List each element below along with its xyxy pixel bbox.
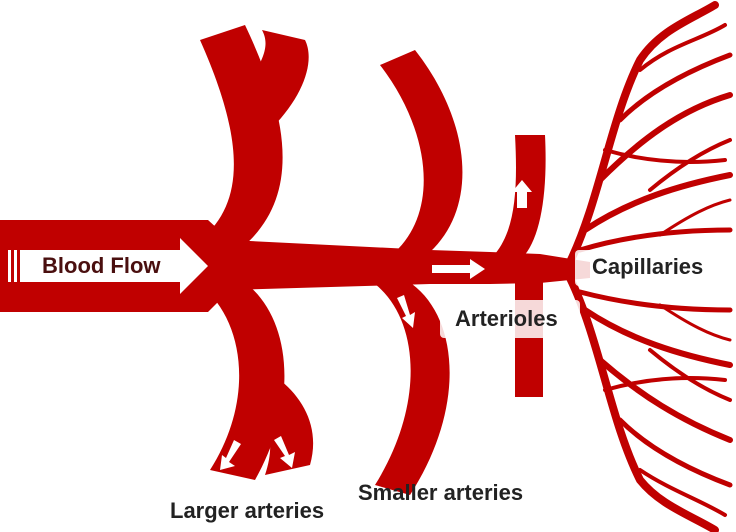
- blood-flow-arrow-tail-line-2: [8, 250, 11, 282]
- arterioles-label: Arterioles: [455, 306, 558, 331]
- arteriole-lower: [515, 282, 543, 397]
- smaller-artery-upper-branch: [380, 50, 462, 252]
- capillaries-label: Capillaries: [592, 254, 703, 279]
- blood-flow-label: Blood Flow: [42, 253, 161, 278]
- smaller-arteries-label: Smaller arteries: [358, 480, 523, 505]
- larger-arteries-label: Larger arteries: [170, 498, 324, 523]
- blood-flow-arrow-tail-line-1: [14, 250, 17, 282]
